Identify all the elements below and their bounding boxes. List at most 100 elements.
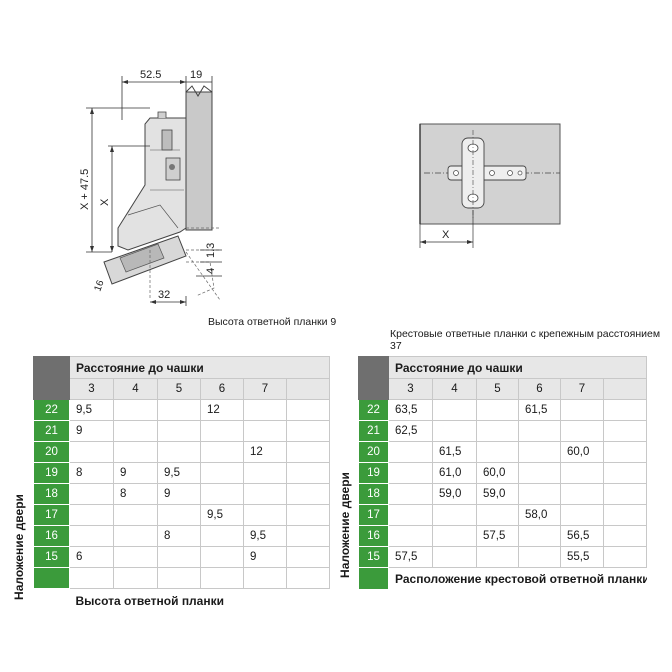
table-cell <box>285 567 331 589</box>
table-row: 16 8 9,5 <box>33 525 331 547</box>
table-cell <box>200 483 244 505</box>
table-cell <box>157 420 201 442</box>
table-cell <box>200 546 244 568</box>
col-head: 6 <box>200 378 244 400</box>
row-key: 17 <box>358 504 389 526</box>
row-key: 16 <box>358 525 389 547</box>
row-key-blank <box>358 567 389 590</box>
table-cell <box>432 504 477 526</box>
cross-plate-drawing: X <box>419 123 561 248</box>
table-cell: 56,5 <box>560 525 604 547</box>
table-cell <box>602 441 648 463</box>
right-column-row: 3 4 5 6 7 <box>359 378 648 400</box>
dim-16: 16 <box>92 278 106 293</box>
row-key: 21 <box>358 420 389 442</box>
table-cell <box>69 504 114 526</box>
table-cell <box>518 462 561 484</box>
table-cell <box>285 441 331 463</box>
table-row: 21 62,5 <box>358 420 648 442</box>
table-cell <box>243 483 287 505</box>
row-key: 18 <box>358 483 389 505</box>
row-key: 20 <box>358 441 389 463</box>
row-key: 16 <box>33 525 70 547</box>
table-row: 17 9,5 <box>33 504 331 526</box>
right-table-side-label: Наложение двери <box>338 472 352 578</box>
row-key <box>33 567 70 589</box>
table-row: 15 57,5 55,5 <box>358 546 648 568</box>
dim-1-3: 1.3 <box>205 243 217 258</box>
table-cell <box>388 504 433 526</box>
row-key: 22 <box>33 399 70 421</box>
hinge-body <box>117 117 187 251</box>
table-cell <box>200 462 244 484</box>
table-cell <box>560 483 604 505</box>
col-head: 7 <box>243 378 287 400</box>
table-corner <box>33 356 70 400</box>
table-cell <box>602 525 648 547</box>
table-cell <box>476 546 519 568</box>
table-cell <box>113 420 158 442</box>
row-key: 17 <box>33 504 70 526</box>
table-cell: 6 <box>69 546 114 568</box>
table-cell <box>157 567 201 589</box>
row-key: 18 <box>33 483 70 505</box>
table-cell: 12 <box>200 399 244 421</box>
table-cell: 55,5 <box>560 546 604 568</box>
table-cell <box>432 399 477 421</box>
table-cell <box>285 462 331 484</box>
table-cell <box>157 399 201 421</box>
col-head: 4 <box>113 378 158 400</box>
dim-52-5: 52.5 <box>140 69 161 81</box>
table-cell: 60,0 <box>560 441 604 463</box>
table-cell <box>113 525 158 547</box>
col-head: 3 <box>388 378 433 400</box>
table-cell <box>476 504 519 526</box>
table-cell: 59,0 <box>476 483 519 505</box>
table-row: 18 59,0 59,0 <box>358 483 648 505</box>
table-cell <box>243 420 287 442</box>
table-cell <box>200 525 244 547</box>
table-cell <box>69 483 114 505</box>
row-key: 19 <box>33 462 70 484</box>
hinge-technical-drawing: 52.5 19 X + 47.5 X 1.3 4 16 32 <box>79 69 222 306</box>
table-row: 16 57,5 56,5 <box>358 525 648 547</box>
table-cell <box>518 546 561 568</box>
right-footer: Расположение крестовой ответной планки (… <box>395 571 647 586</box>
table-row: 20 12 <box>33 441 331 463</box>
table-cell: 60,0 <box>476 462 519 484</box>
table-row: 17 58,0 <box>358 504 648 526</box>
table-cell <box>560 462 604 484</box>
table-cell: 63,5 <box>388 399 433 421</box>
table-cell <box>432 420 477 442</box>
dim-19: 19 <box>190 69 202 81</box>
table-cell <box>285 525 331 547</box>
col-head: 6 <box>518 378 561 400</box>
table-cell: 57,5 <box>476 525 519 547</box>
table-cell <box>602 462 648 484</box>
table-cell <box>113 567 158 589</box>
table-cell <box>285 546 331 568</box>
table-cell <box>285 420 331 442</box>
col-head: 5 <box>157 378 201 400</box>
table-cell <box>602 399 648 421</box>
right-header: Расстояние до чашки <box>387 356 648 379</box>
table-row: 15 6 9 <box>33 546 331 568</box>
table-cell <box>113 399 158 421</box>
left-header: Расстояние до чашки <box>68 356 331 379</box>
table-cell <box>560 399 604 421</box>
table-cell <box>243 504 287 526</box>
table-cell: 12 <box>243 441 287 463</box>
left-table-side-label: Наложение двери <box>12 494 26 600</box>
col-head <box>285 378 331 400</box>
dim-4: 4 <box>205 268 217 274</box>
table-row: 22 9,5 12 <box>33 399 331 421</box>
col-head: 7 <box>560 378 604 400</box>
table-cell <box>560 420 604 442</box>
table-cell <box>243 399 287 421</box>
dim-x-plus-47-5: X + 47.5 <box>79 169 91 210</box>
table-cell: 9,5 <box>69 399 114 421</box>
table-cell <box>200 567 244 589</box>
table-cell: 9 <box>113 462 158 484</box>
left-footer: Высота ответной планки <box>75 593 225 608</box>
table-cell <box>285 483 331 505</box>
